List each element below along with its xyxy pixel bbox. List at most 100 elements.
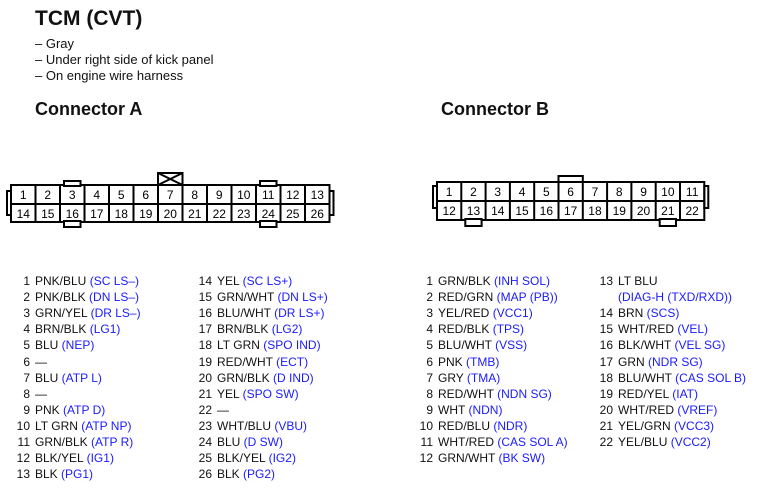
wire-color: BLU/WHT (438, 338, 492, 353)
signal-name: (SPO IND) (259, 338, 321, 353)
connector-a-key (259, 180, 278, 187)
pin-number: 5 (23, 338, 30, 353)
wire-color: BLU (217, 435, 241, 449)
connector-a-title: Connector A (35, 99, 143, 119)
signal-name: (NDR) (490, 418, 528, 433)
pin-number: 18 (599, 370, 613, 385)
pin-number: 12 (419, 451, 433, 466)
connector-b-pin-label: 16 (540, 204, 554, 218)
wire-color: WHT/RED (618, 402, 674, 417)
wire-color: BRN/BLK (35, 322, 87, 337)
info-line-color: – Gray (35, 36, 75, 51)
wire-color: RED/YEL (618, 386, 669, 401)
pin-number: 18 (198, 338, 212, 353)
wire-color: GRN (618, 354, 645, 369)
connector-b-pin-label: 15 (515, 204, 529, 218)
connector-b-key (658, 218, 678, 227)
connector-a-pin-label: 3 (69, 188, 76, 202)
signal-name: (TMB) (462, 354, 500, 369)
pin-number: 19 (198, 354, 212, 369)
connector-a-pin-label: 24 (262, 207, 276, 221)
pin-number: 15 (198, 290, 212, 305)
pin-number: 21 (599, 418, 613, 433)
signal-name: (VEL SG) (671, 338, 726, 353)
wire-color: BLK/YEL (35, 451, 84, 466)
wire-color: BLK/WHT (618, 338, 672, 353)
pin-number: 1 (426, 274, 433, 288)
signal-name: (VEL) (674, 322, 709, 337)
connector-b-pin-label: 13 (467, 204, 481, 218)
signal-name: (SC LS+) (239, 274, 293, 288)
connector-a-pin-label: 17 (90, 207, 104, 221)
wire-color: WHT/BLU (217, 418, 271, 433)
connector-a-lock (157, 172, 184, 186)
wire-color: — (35, 386, 47, 401)
connector-b-pin-label: 11 (686, 185, 699, 199)
pin-number: 3 (426, 306, 433, 321)
signal-name: (BK SW) (495, 451, 546, 466)
connector-b-pin-label: 17 (564, 204, 578, 218)
pin-number: 16 (198, 306, 212, 321)
wire-color: PNK/BLK (35, 290, 86, 305)
signal-name: (DN LS–) (85, 290, 140, 305)
wire-color: BLU (35, 338, 59, 353)
connector-a-key (259, 220, 278, 228)
signal-name: (TPS) (489, 322, 525, 337)
wire-color: RED/WHT (438, 386, 494, 401)
wire-color: GRN/BLK (217, 370, 270, 385)
pin-number: 15 (599, 322, 613, 337)
pin-row: 22— (190, 402, 229, 418)
connector-b-pin-label: 2 (470, 185, 477, 199)
pin-row: (DIAG-H (TXD/RXD)) (591, 289, 732, 305)
wire-color: BLK/YEL (217, 451, 266, 466)
wire-color: YEL (217, 274, 240, 288)
pin-number: 4 (426, 322, 433, 337)
connector-a-pin-label: 10 (237, 188, 251, 202)
pin-number: 3 (23, 306, 30, 321)
signal-name: (IG1) (83, 451, 114, 466)
connector-a-pin-label: 5 (118, 188, 125, 202)
wire-color: WHT/RED (618, 322, 674, 337)
wire-color: BLK (35, 467, 58, 482)
signal-name: (LG1) (86, 322, 121, 337)
pin-number: 25 (198, 451, 212, 466)
pin-number: 5 (426, 338, 433, 353)
signal-name: (VCC2) (667, 435, 711, 449)
wire-color: GRN/WHT (217, 290, 275, 305)
connector-a-pin-label: 14 (17, 207, 31, 221)
connector-b-pin-label: 5 (543, 185, 550, 199)
connector-b-pin-label: 3 (494, 185, 501, 199)
connector-a-key (63, 180, 82, 187)
signal-name: (PG1) (57, 467, 94, 482)
pin-number: 17 (198, 322, 212, 337)
wire-color: GRN/WHT (438, 451, 496, 466)
connector-b-pin-label: 6 (567, 185, 574, 199)
wire-color: GRN/BLK (35, 435, 88, 449)
wire-color: BLK (217, 467, 240, 482)
connector-b-pin-label: 19 (613, 204, 627, 218)
pin-number: 7 (23, 370, 30, 385)
signal-name: (NDN SG) (493, 386, 552, 401)
pin-number: 12 (16, 451, 30, 466)
connector-b-pin-label: 14 (491, 204, 505, 218)
connector-a-pin-label: 4 (93, 188, 100, 202)
signal-name: (DR LS–) (87, 306, 141, 321)
connector-b-pin-label: 9 (640, 185, 647, 199)
